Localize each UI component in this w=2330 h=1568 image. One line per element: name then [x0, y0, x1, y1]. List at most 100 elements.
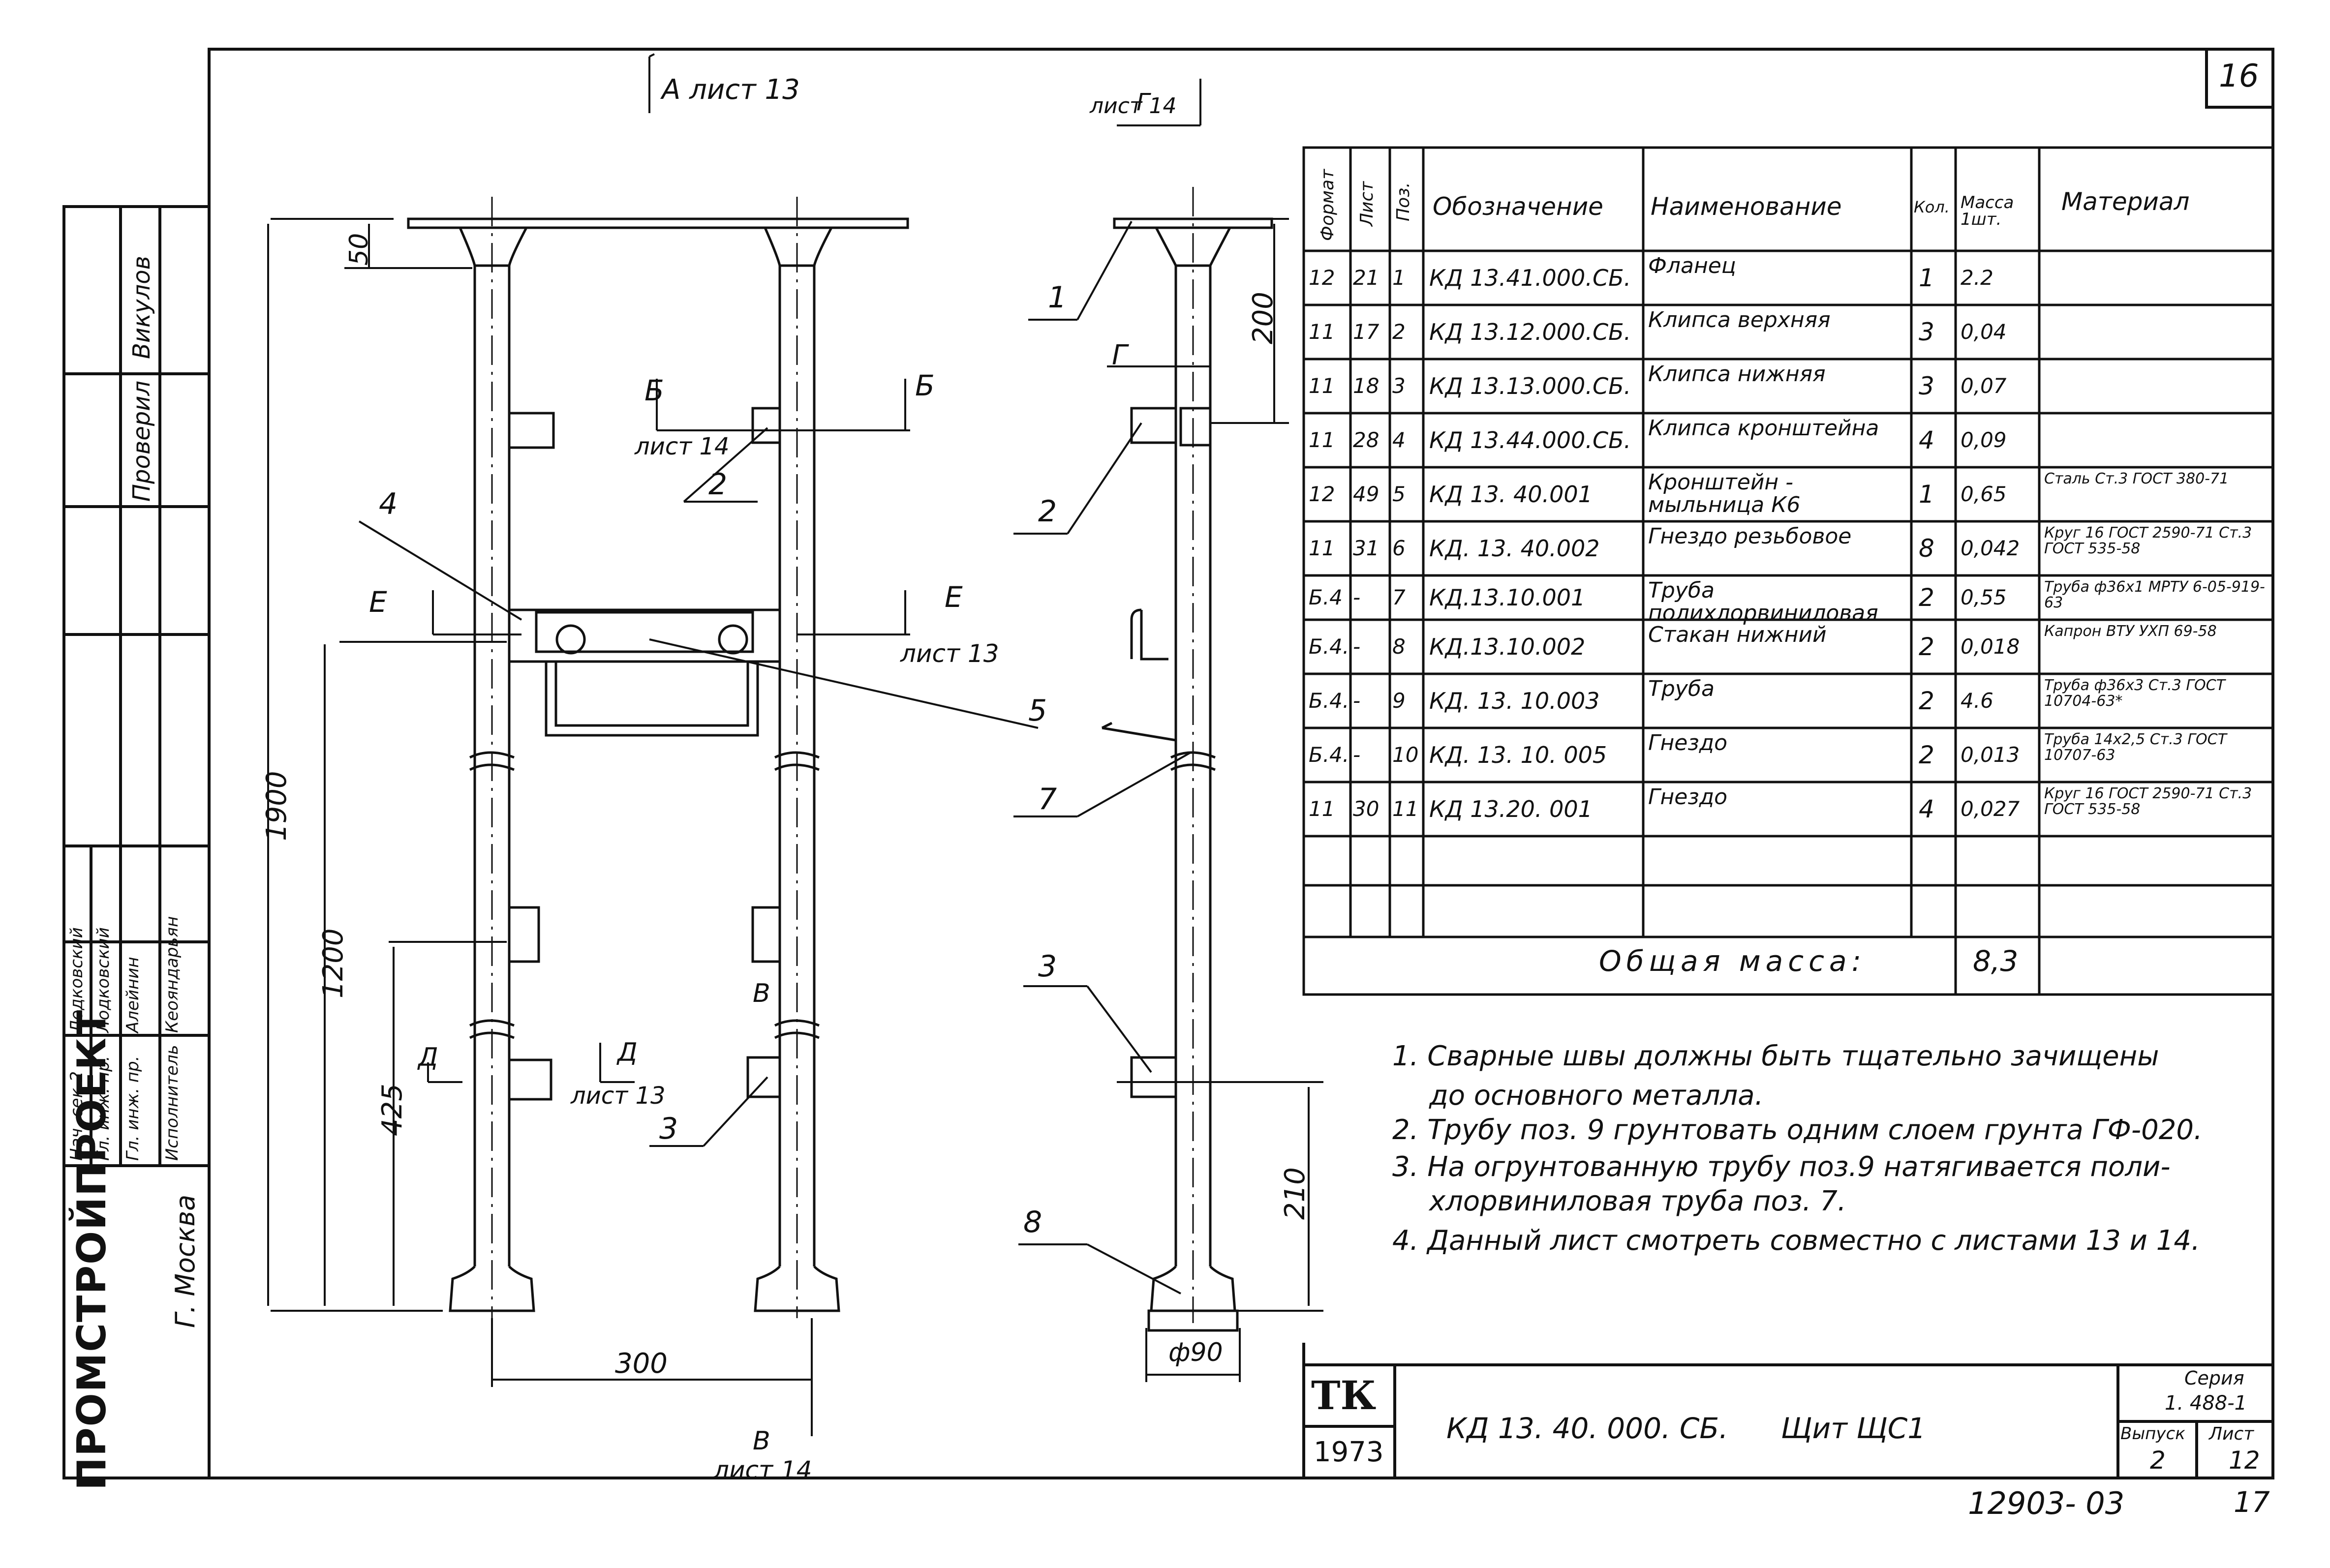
spec-cell-mass: 0,013 — [1961, 743, 2020, 767]
spec-cell-sheet: - — [1353, 743, 1361, 767]
front-view — [407, 217, 909, 1312]
spec-cell-pos: 10 — [1392, 743, 1419, 767]
checked-label: Проверил — [128, 380, 155, 502]
note-line: до основного металла. — [1429, 1080, 1764, 1112]
spec-cell-material: Труба ф36х3 Ст.3 ГОСТ 10704-63* — [2044, 677, 2225, 710]
drawing-name: Щит ЩС1 — [1781, 1412, 1926, 1445]
header-material: Материал — [2061, 187, 2190, 216]
spec-cell-qty: 2 — [1919, 741, 1934, 769]
spec-cell-code: КД.13.10.002 — [1429, 633, 1586, 660]
spec-cell-material: Труба 14х2,5 Ст.3 ГОСТ 10707-63 — [2044, 731, 2227, 764]
dim-300: 300 — [615, 1348, 668, 1380]
spec-cell-format: 12 — [1309, 266, 1335, 290]
header-mass: Масса 1шт. — [1961, 193, 2014, 229]
side-view — [1101, 217, 1273, 1332]
spec-cell-code: КД 13.12.000.СБ. — [1429, 319, 1631, 345]
stamp-name-1: Лодковский — [67, 927, 87, 1033]
spec-cell-qty: 3 — [1919, 372, 1934, 400]
header-sheet: Лист — [1357, 181, 1377, 226]
spec-cell-mass: 0,65 — [1961, 482, 2007, 506]
spec-cell-code: КД 13.41.000.СБ. — [1429, 265, 1631, 291]
spec-cell-material: Круг 16 ГОСТ 2590-71 Ст.3 ГОСТ 535-58 — [2044, 524, 2252, 557]
spec-cell-name: Кронштейн - мыльница К6 — [1648, 470, 1801, 518]
spec-cell-sheet: 49 — [1353, 482, 1380, 506]
dim-210: 210 — [1279, 1167, 1311, 1220]
spec-cell-mass: 0,07 — [1961, 374, 2007, 398]
spec-cell-mass: 4.6 — [1961, 689, 1993, 713]
spec-cell-mass: 0,042 — [1961, 536, 2020, 560]
series-label: Серия — [2184, 1367, 2244, 1389]
spec-cell-format: Б.4. — [1309, 634, 1349, 659]
stamp-name-3: Алейнин — [123, 957, 143, 1033]
note-line: хлорвиниловая труба поз. 7. — [1429, 1185, 1846, 1217]
spec-cell-pos: 7 — [1392, 585, 1406, 609]
dim-50: 50 — [344, 233, 374, 266]
spec-cell-name: Труба — [1648, 676, 1715, 701]
dim-1900: 1900 — [261, 771, 293, 841]
spec-cell-sheet: 21 — [1353, 266, 1380, 290]
dim-200: 200 — [1247, 292, 1279, 344]
spec-cell-format: 11 — [1309, 320, 1335, 344]
organisation-city: Г. Москва — [170, 1194, 201, 1328]
approval-stamp-frame — [62, 205, 211, 1479]
sheet-value: 12 — [2229, 1446, 2260, 1475]
spec-cell-code: КД 13.20. 001 — [1429, 796, 1593, 822]
header-name: Наименование — [1651, 192, 1842, 221]
note-line: 3. На огрунтованную трубу поз.9 натягива… — [1392, 1151, 2171, 1183]
pos-3-side: 3 — [1038, 949, 1057, 984]
issue-label: Выпуск — [2120, 1424, 2185, 1444]
issue-value: 2 — [2150, 1446, 2166, 1475]
drawing-code: КД 13. 40. 000. СБ. — [1446, 1412, 1728, 1445]
g-mark-side: Г — [1112, 339, 1128, 371]
section-e-letter-left: Е — [369, 585, 387, 619]
section-e-sheet: лист 13 — [900, 639, 999, 668]
dim-425: 425 — [376, 1084, 408, 1136]
spec-cell-pos: 5 — [1392, 482, 1406, 506]
total-mass-label: Общая масса: — [1599, 944, 1867, 978]
spec-cell-qty: 3 — [1919, 318, 1934, 346]
spec-cell-format: 11 — [1309, 374, 1335, 398]
sheet-number-box — [2205, 48, 2274, 109]
spec-cell-qty: 2 — [1919, 583, 1934, 612]
spec-cell-qty: 8 — [1919, 534, 1934, 563]
series-value: 1. 488-1 — [2165, 1392, 2247, 1415]
spec-table-grid — [1302, 146, 2274, 996]
spec-cell-name: Гнездо — [1648, 730, 1728, 755]
pos-4: 4 — [379, 487, 398, 521]
stamp-role-3: Гл. инж. пр. — [123, 1055, 143, 1161]
pos-2-side: 2 — [1038, 494, 1057, 529]
spec-cell-name: Клипса кронштейна — [1648, 416, 1879, 441]
header-format: Формат — [1318, 169, 1338, 241]
stamp-role-1: Нач. сек-2 — [67, 1071, 87, 1161]
spec-cell-sheet: 28 — [1353, 428, 1380, 452]
header-pos: Поз. — [1393, 182, 1413, 221]
spec-cell-sheet: 18 — [1353, 374, 1380, 398]
spec-cell-sheet: 30 — [1353, 797, 1380, 821]
spec-cell-name: Фланец — [1648, 253, 1736, 278]
spec-cell-pos: 4 — [1392, 428, 1406, 452]
spec-cell-name: Стакан нижний — [1648, 622, 1827, 647]
note-line: 4. Данный лист смотреть совместно с лист… — [1392, 1225, 2200, 1257]
footer-code: 12903- 03 — [1968, 1485, 2125, 1521]
spec-cell-name: Клипса верхняя — [1648, 307, 1831, 332]
spec-cell-pos: 8 — [1392, 634, 1406, 659]
specification-table: Формат Лист Поз. Обозначение Наименовани… — [1304, 148, 2273, 995]
stamp-role-4: Исполнитель — [162, 1045, 182, 1161]
spec-cell-pos: 3 — [1392, 374, 1406, 398]
spec-cell-format: 11 — [1309, 797, 1335, 821]
spec-cell-format: 11 — [1309, 536, 1335, 560]
pos-2-front: 2 — [708, 467, 728, 502]
spec-cell-name: Клипса нижняя — [1648, 362, 1826, 387]
section-a-label: А лист 13 — [662, 74, 800, 106]
spec-cell-qty: 2 — [1919, 633, 1934, 661]
stamp-role-2: Гл. инж. пр. — [93, 1055, 113, 1161]
pos-3-front: 3 — [659, 1112, 678, 1146]
spec-cell-code: КД.13.10.001 — [1429, 584, 1586, 611]
spec-cell-qty: 2 — [1919, 687, 1934, 715]
spec-cell-code: КД 13.44.000.СБ. — [1429, 427, 1631, 453]
spec-cell-sheet: 31 — [1353, 536, 1380, 560]
dim-d90: ф90 — [1168, 1338, 1223, 1367]
spec-cell-material: Труба ф36х1 МРТУ 6-05-919-63 — [2044, 578, 2265, 611]
dimension-lines — [267, 53, 1039, 1436]
